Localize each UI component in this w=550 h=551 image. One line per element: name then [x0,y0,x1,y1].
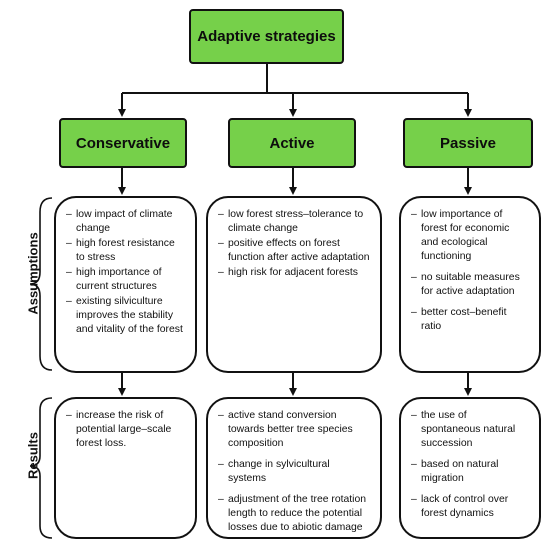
list-item: high importance of current structures [66,266,185,294]
list-item: low forest stress–tolerance to climate c… [218,208,370,236]
results-box-conservative: increase the risk of potential large–sca… [54,397,197,539]
list-item: change in sylvicultural systems [218,458,370,486]
list-item: lack of control over forest dynamics [411,493,529,521]
results-box-active: active stand conversion towards better t… [206,397,382,539]
list-item: low importance of forest for economic an… [411,208,529,264]
list-item: positive effects on forest function afte… [218,237,370,265]
list-item: existing silviculture improves the stabi… [66,295,185,337]
row-label-assumptions: Assumptions [25,232,41,315]
category-passive: Passive [403,118,533,168]
assumptions-box-conservative: low impact of climate change high forest… [54,196,197,373]
root-node-adaptive-strategies: Adaptive strategies [189,9,344,64]
category-active: Active [228,118,356,168]
assumptions-brace [29,197,53,371]
list-item: active stand conversion towards better t… [218,409,370,451]
list-item: the use of spontaneous natural successio… [411,409,529,451]
list-item: adjustment of the tree rotation length t… [218,493,370,535]
list-item: low impact of climate change [66,208,185,236]
row-label-results: Results [25,432,41,479]
results-brace [29,397,53,539]
results-box-passive: the use of spontaneous natural successio… [399,397,541,539]
list-item: high forest resistance to stress [66,237,185,265]
category-conservative: Conservative [59,118,187,168]
list-item: no suitable measures for active adaptati… [411,271,529,299]
list-item: better cost–benefit ratio [411,306,529,334]
list-item: based on natural migration [411,458,529,486]
list-item: high risk for adjacent forests [218,266,370,280]
assumptions-box-active: low forest stress–tolerance to climate c… [206,196,382,373]
assumptions-box-passive: low importance of forest for economic an… [399,196,541,373]
list-item: increase the risk of potential large–sca… [66,409,185,451]
